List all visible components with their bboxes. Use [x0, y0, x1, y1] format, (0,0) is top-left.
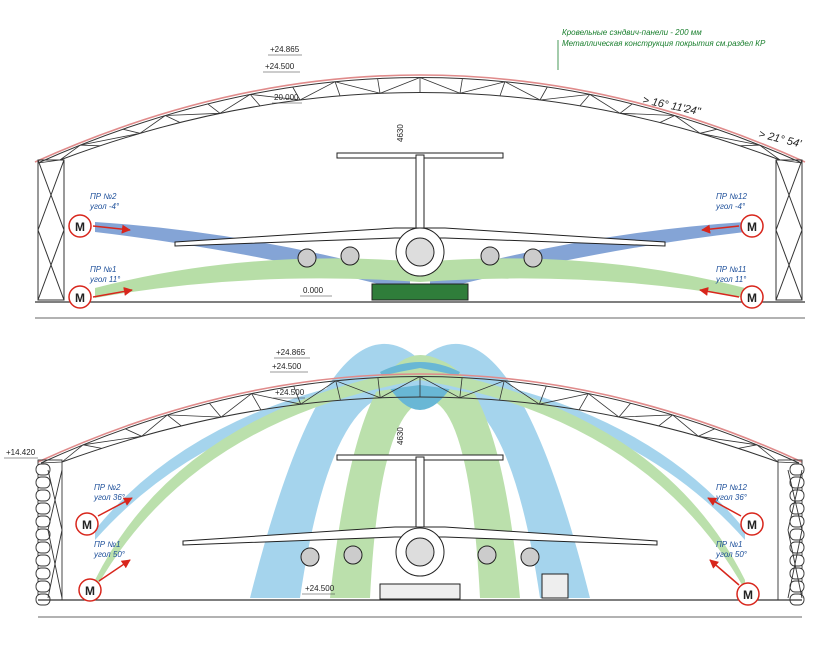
wall-panel — [35, 502, 51, 515]
wall-panel — [789, 476, 805, 489]
note-roof-panels: Кровельные сэндвич-панели - 200 мм — [562, 28, 702, 37]
marker-icon — [78, 578, 102, 602]
svg-text:ПР №1: ПР №1 — [94, 540, 120, 549]
top-nozzle-pr1: ПР №1 угол 11° M — [68, 265, 133, 309]
bottom-dim-height: 4630 — [396, 427, 405, 445]
svg-text:ПР №12: ПР №12 — [716, 192, 747, 201]
wall-panel — [789, 463, 805, 476]
svg-text:M: M — [747, 220, 757, 234]
wall-panel — [35, 476, 51, 489]
column-bracing — [47, 469, 63, 599]
bottom-nozzle-pr12: ПР №12 угол 36° M — [707, 483, 764, 536]
bottom-level-side: +14.420 — [6, 448, 36, 457]
marker-icon — [740, 285, 764, 309]
svg-text:ПР №2: ПР №2 — [94, 483, 121, 492]
top-nozzle-pr12: ПР №12 угол -4° M — [701, 192, 764, 238]
wall-panel — [35, 528, 51, 541]
top-level-truss: 20.000 — [274, 93, 299, 102]
wall-panel — [789, 515, 805, 528]
svg-text:ПР №1: ПР №1 — [90, 265, 116, 274]
top-truss-web — [37, 77, 803, 164]
wall-panel — [789, 580, 805, 593]
svg-text:M: M — [743, 588, 753, 602]
svg-text:M: M — [82, 518, 92, 532]
svg-text:ПР №1: ПР №1 — [716, 540, 742, 549]
top-roof-outer — [34, 74, 806, 163]
bottom-level-eaves: +24.500 — [272, 362, 302, 371]
svg-text:угол 36°: угол 36° — [93, 493, 126, 502]
svg-text:M: M — [75, 291, 85, 305]
marker-icon — [740, 512, 764, 536]
marker-icon — [75, 512, 99, 536]
bottom-level-floor: +24.500 — [305, 584, 335, 593]
svg-text:угол 36°: угол 36° — [715, 493, 748, 502]
note-roof-structure: Металлическая конструкция покрытия см.ра… — [562, 39, 766, 48]
marker-icon — [740, 214, 764, 238]
svg-text:M: M — [85, 584, 95, 598]
marker-icon — [68, 285, 92, 309]
bottom-nozzle-pr1-right: ПР №1 угол 50° M — [709, 540, 760, 606]
svg-text:угол 11°: угол 11° — [715, 275, 747, 284]
svg-text:угол -4°: угол -4° — [715, 202, 746, 211]
svg-text:M: M — [747, 291, 757, 305]
top-level-eaves: +24.500 — [265, 62, 295, 71]
top-dim-height: 4630 — [396, 124, 405, 142]
svg-text:ПР №11: ПР №11 — [716, 265, 746, 274]
bottom-aircraft — [182, 454, 658, 600]
bottom-level-ridge: +24.865 — [276, 348, 306, 357]
bottom-nozzle-pr1: ПР №1 угол 50° M — [78, 540, 131, 602]
top-nozzle-pr2: ПР №2 угол -4° M — [68, 192, 131, 238]
wall-panel — [35, 541, 51, 554]
top-level-floor: 0.000 — [303, 286, 324, 295]
wall-panel — [789, 554, 805, 567]
svg-text:ПР №2: ПР №2 — [90, 192, 117, 201]
svg-text:угол 50°: угол 50° — [715, 550, 748, 559]
bottom-roof-outer — [37, 373, 803, 463]
truss-member — [37, 77, 803, 164]
wall-panel — [35, 515, 51, 528]
bottom-level-inner: +24.500 — [275, 388, 305, 397]
top-aircraft — [174, 152, 666, 301]
column-bracing — [787, 469, 803, 599]
svg-text:угол 50°: угол 50° — [93, 550, 126, 559]
top-section: +24.865 +24.500 20.000 0.000 4630 Кровел… — [34, 28, 806, 319]
svg-text:ПР №12: ПР №12 — [716, 483, 747, 492]
wall-panel — [35, 567, 51, 580]
top-level-ridge: +24.865 — [270, 45, 300, 54]
marker-icon — [736, 582, 760, 606]
svg-text:угол 11°: угол 11° — [89, 275, 121, 284]
truss-member — [40, 376, 800, 464]
bottom-nozzle-pr2: ПР №2 угол 36° M — [75, 483, 133, 536]
wall-panel — [35, 489, 51, 502]
wall-panel — [35, 580, 51, 593]
wall-panel — [35, 554, 51, 567]
bottom-section: +24.865 +24.500 +24.500 +14.420 +24.500 … — [4, 343, 805, 618]
top-jets — [95, 222, 745, 298]
bottom-truss-web — [40, 376, 800, 464]
svg-text:M: M — [75, 220, 85, 234]
svg-text:угол -4°: угол -4° — [89, 202, 120, 211]
svg-text:M: M — [747, 518, 757, 532]
wall-panel — [35, 463, 51, 476]
marker-icon — [68, 214, 92, 238]
top-nozzle-pr11: ПР №11 угол 11° M — [699, 265, 764, 309]
top-walls — [37, 159, 803, 301]
